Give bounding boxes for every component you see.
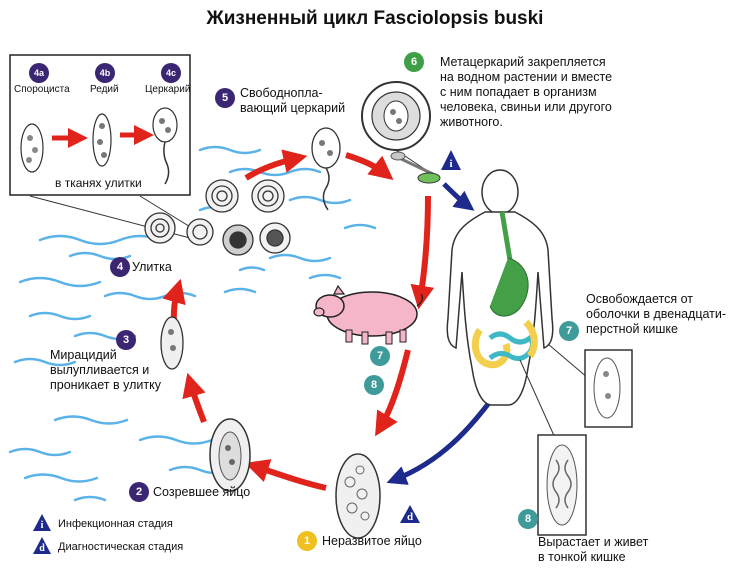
label-stage-8: Вырастает и живет в тонкой кишке — [538, 535, 649, 564]
svg-text:i: i — [41, 520, 44, 531]
label-stage-3: Мирацидий вылупливается и проникает в ул… — [50, 348, 161, 392]
inset-label-sporocyst: Спороциста — [14, 84, 70, 95]
water-waves — [8, 145, 377, 502]
label-stage-1: Неразвитое яйцо — [322, 534, 422, 548]
label-stage-5: Свободнопла- вающий церкарий — [240, 86, 346, 115]
label-stage-6: Метацеркарий закрепляется на водном раст… — [440, 55, 613, 129]
pig-badge-8: 8 — [364, 375, 384, 395]
adult-fluke-icon — [537, 434, 587, 536]
digestive-tract — [471, 211, 538, 369]
badge-stage-8: 8 — [518, 509, 538, 529]
arrow-to-human — [442, 182, 475, 211]
miracidium-icon — [160, 316, 184, 370]
badge-4c: 4c — [161, 63, 181, 83]
legend-infective-icon: i — [33, 514, 51, 531]
badge-stage-3: 3 — [116, 330, 136, 350]
svg-text:d: d — [407, 511, 413, 523]
diagnostic-stage-marker: d — [400, 505, 420, 523]
water-plant-icon — [390, 151, 441, 184]
inset-caption: в тканях улитки — [55, 176, 142, 190]
badge-stage-1: 1 — [297, 531, 317, 551]
snails-cluster — [144, 179, 291, 256]
inset-label-cercaria: Церкарий — [145, 84, 191, 95]
badge-4b: 4b — [95, 63, 115, 83]
label-stage-7: Освобождается от оболочки в двенадцати- … — [586, 292, 727, 336]
excysted-metacercaria-icon — [584, 349, 633, 428]
redia-icon — [92, 113, 112, 167]
badge-stage-2: 2 — [129, 482, 149, 502]
sporocyst-icon — [20, 123, 44, 173]
legend-diagnostic-label: Диагностическая стадия — [58, 541, 184, 553]
badge-stage-4: 4 — [110, 257, 130, 277]
pig-icon — [313, 284, 423, 345]
svg-text:d: d — [39, 543, 45, 554]
inset-label-redia: Редий — [90, 84, 119, 95]
label-stage-2: Созревшее яйцо — [153, 485, 251, 499]
badge-stage-6: 6 — [404, 52, 424, 72]
metacercaria-icon — [361, 81, 431, 151]
badge-4a: 4a — [29, 63, 49, 83]
label-stage-4: Улитка — [132, 260, 172, 274]
legend-diagnostic-icon: d — [33, 537, 51, 554]
badge-stage-5: 5 — [215, 88, 235, 108]
embryonated-egg-icon — [209, 418, 251, 492]
free-cercaria-icon — [311, 127, 341, 211]
page-title: Жизненный цикл Fasciolopsis buski — [206, 8, 544, 29]
legend-infective-label: Инфекционная стадия — [58, 518, 173, 530]
unembryonated-egg-icon — [335, 453, 381, 539]
infective-stage-marker: i — [441, 150, 461, 170]
pig-badge-7: 7 — [370, 346, 390, 366]
svg-text:i: i — [449, 158, 452, 170]
badge-stage-7: 7 — [559, 321, 579, 341]
